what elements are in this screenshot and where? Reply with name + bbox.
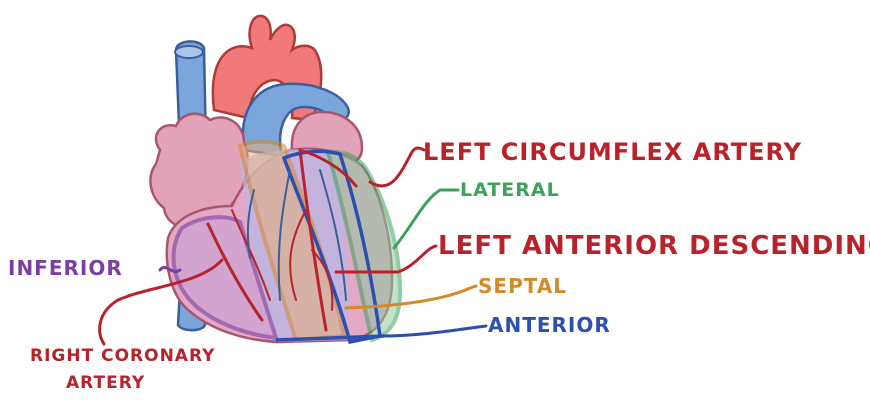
leader-anterior xyxy=(380,326,486,336)
label-right-coronary: RIGHT CORONARY xyxy=(30,348,215,365)
label-septal: SEPTAL xyxy=(478,276,567,296)
label-left-circumflex-artery: LEFT CIRCUMFLEX ARTERY xyxy=(423,140,802,164)
leader-left-circumflex xyxy=(370,148,424,186)
label-inferior: INFERIOR xyxy=(8,258,123,278)
label-anterior: ANTERIOR xyxy=(488,315,611,335)
label-lateral: LATERAL xyxy=(460,181,560,200)
label-artery: ARTERY xyxy=(66,375,145,392)
label-left-anterior-descending: LEFT ANTERIOR DESCENDING xyxy=(438,233,870,259)
